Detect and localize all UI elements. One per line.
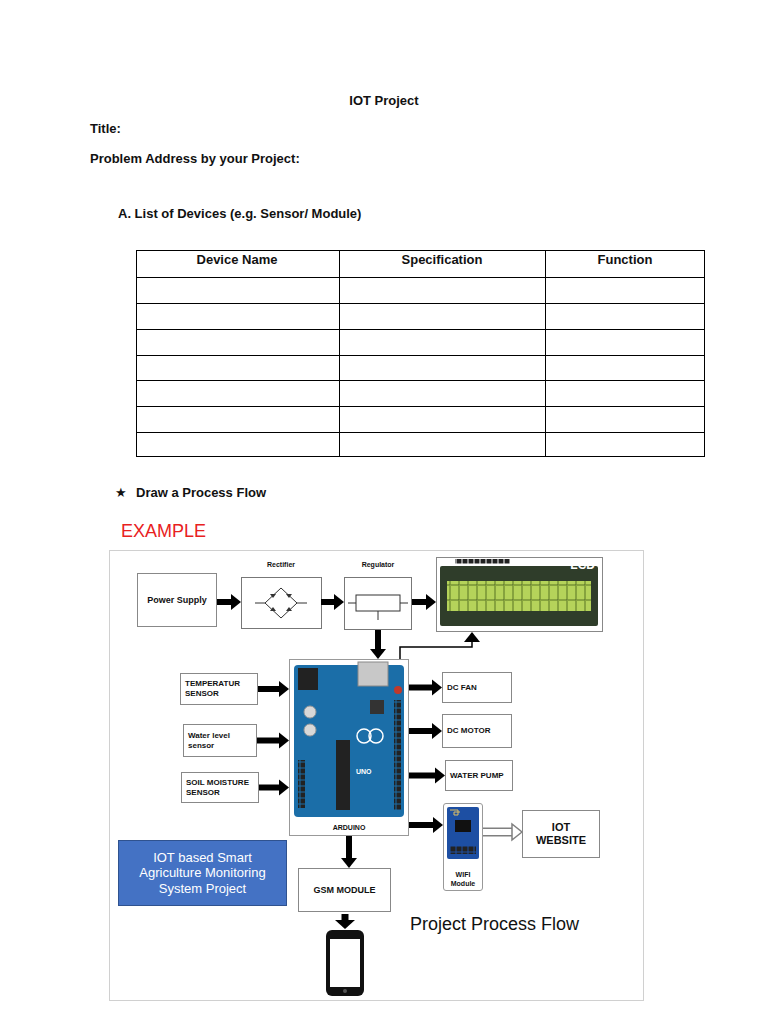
gsm-box: GSM MODULE bbox=[298, 868, 391, 912]
node-text: SOIL MOISTURE SENSOR bbox=[186, 778, 254, 797]
phone-arrow bbox=[335, 914, 355, 929]
power-box: Power Supply bbox=[137, 573, 217, 627]
wifi-module-picture bbox=[447, 807, 479, 859]
table-header: Device Name bbox=[197, 252, 278, 267]
project-banner: IOT based Smart Agriculture Monitoring S… bbox=[118, 840, 287, 906]
form-field: Title: bbox=[90, 121, 121, 136]
image-frame bbox=[110, 551, 644, 1001]
regulator-block: Regulator bbox=[344, 561, 412, 630]
node-text: WIFI Module bbox=[444, 871, 482, 888]
node-text: Water level sensor bbox=[188, 731, 252, 750]
form-field: Problem Address by your Project: bbox=[90, 151, 300, 166]
node-text: WATER PUMP bbox=[450, 771, 508, 781]
flow-arrow bbox=[258, 681, 289, 697]
section-heading: Draw a Process Flow bbox=[136, 485, 266, 500]
node-text: Rectifier bbox=[267, 561, 295, 569]
bullet-star: ★ bbox=[115, 485, 127, 500]
node-text: LCD bbox=[570, 558, 595, 572]
example-tag: EXAMPLE bbox=[121, 521, 206, 542]
website-box: IOT WEBSITE bbox=[522, 810, 600, 858]
section-heading: A. List of Devices (e.g. Sensor/ Module) bbox=[118, 206, 361, 221]
node-text: DC FAN bbox=[447, 683, 507, 693]
node-text: ARDUINO bbox=[333, 824, 366, 832]
node-text: DC MOTOR bbox=[447, 726, 507, 736]
rectifier-block: Rectifier bbox=[241, 561, 321, 628]
flow-arrow bbox=[409, 817, 443, 833]
flow-arrow bbox=[412, 594, 436, 610]
arduino-board: ARDUINO bbox=[289, 659, 409, 836]
phone-picture bbox=[326, 930, 364, 996]
output-box: DC MOTOR bbox=[442, 714, 512, 748]
arduino-board bbox=[294, 662, 404, 817]
table-header: Function bbox=[598, 252, 653, 267]
flow-arrow bbox=[217, 594, 241, 610]
node-text: Power Supply bbox=[147, 595, 207, 606]
figure-caption: Project Process Flow bbox=[410, 914, 579, 935]
board-marking: UNO bbox=[356, 768, 372, 775]
flow-arrow bbox=[341, 836, 357, 868]
flow-arrow bbox=[409, 768, 445, 784]
sensor-box: SOIL MOISTURE SENSOR bbox=[181, 772, 259, 803]
sensor-box: TEMPERATUR SENSOR bbox=[180, 673, 258, 705]
node-text: TEMPERATUR SENSOR bbox=[185, 679, 253, 698]
lcd-display: LCD bbox=[436, 557, 603, 632]
flow-arrow bbox=[409, 680, 442, 696]
flow-arrow bbox=[483, 824, 522, 840]
flow-arrow bbox=[259, 780, 289, 796]
flow-arrow bbox=[400, 632, 480, 659]
flow-arrow bbox=[409, 723, 442, 739]
node-text: IOT WEBSITE bbox=[527, 821, 595, 847]
flow-arrow bbox=[370, 630, 386, 659]
flow-arrow bbox=[257, 733, 289, 749]
device-table bbox=[136, 250, 705, 457]
wifi-module: WIFI Module bbox=[443, 803, 483, 891]
node-text: Regulator bbox=[362, 561, 395, 569]
output-box: WATER PUMP bbox=[445, 760, 513, 791]
rectifier-symbol bbox=[242, 578, 322, 629]
lcd-module bbox=[437, 558, 603, 632]
sensor-box: Water level sensor bbox=[183, 724, 257, 757]
node-text: IOT based Smart Agriculture Monitoring S… bbox=[123, 850, 282, 897]
node-text: GSM MODULE bbox=[314, 885, 376, 896]
page-title: IOT Project bbox=[0, 93, 768, 108]
output-box: DC FAN bbox=[442, 672, 512, 703]
flow-arrow bbox=[321, 594, 344, 610]
table-header: Specification bbox=[402, 252, 483, 267]
regulator-symbol bbox=[345, 578, 412, 630]
